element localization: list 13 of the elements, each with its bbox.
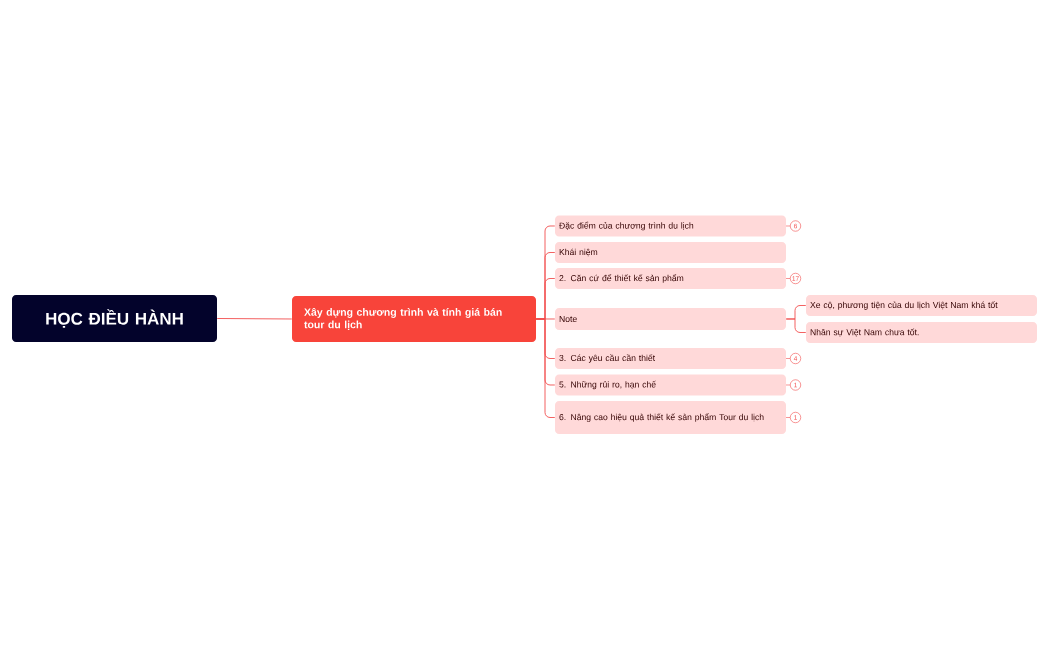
connector-line (785, 318, 807, 333)
subtopic-box: 5. Những rủi ro, hạn chế (555, 374, 786, 396)
subtopic-box: Nhân sự Việt Nam chưa tốt. (806, 322, 1037, 343)
subtopic-box: Xe cộ, phương tiện của du lịch Việt Nam khá tốt (806, 295, 1037, 316)
subtopic-box: 2. Căn cứ để thiết kế sản phẩm (555, 268, 786, 289)
subtopic-box: Đặc điểm của chương trình du lịch (555, 215, 786, 237)
subtopic-box: Note (555, 308, 786, 330)
connector-line (216, 318, 293, 320)
subtopic-box: 6. Nâng cao hiệu quả thiết kế sản phẩm Tour du lịch (555, 401, 786, 434)
main-topic-box: Xây dựng chương trình và tính giá bán tour du lịch (292, 296, 536, 342)
subtopic-box: 3. Các yêu cầu cần thiết (555, 348, 786, 369)
subtopic-box: Khái niệm (555, 242, 786, 263)
root-topic-box: HỌC ĐIỀU HÀNH (12, 295, 217, 342)
